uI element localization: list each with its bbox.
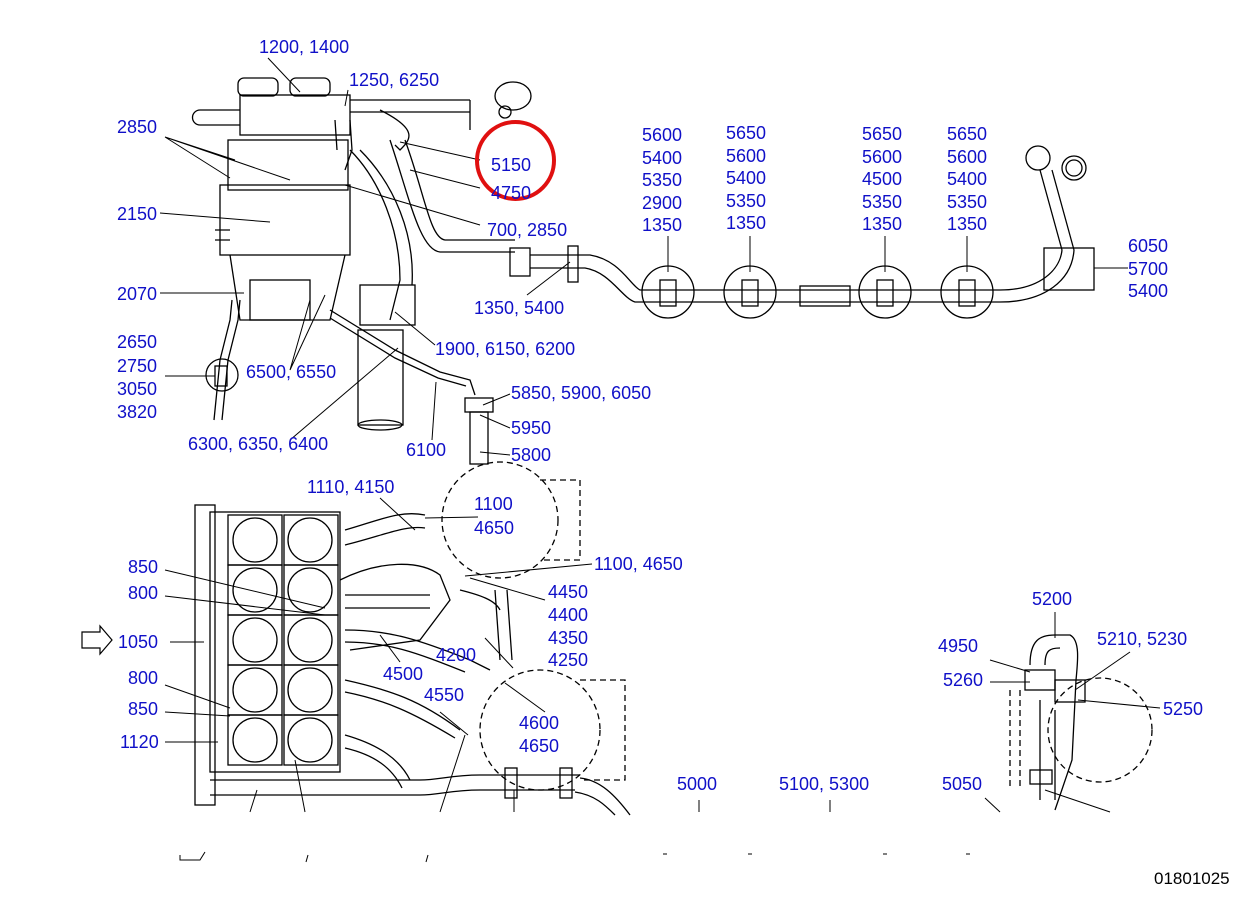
callout-label[interactable]: 5800 [511, 445, 552, 465]
callout-label[interactable]: 800 [128, 583, 159, 603]
callout-label[interactable]: 3050 [117, 379, 158, 399]
callout-label[interactable]: 1250, 6250 [349, 70, 440, 90]
callout-label[interactable]: 850 [128, 699, 159, 719]
callout-label[interactable]: 1100, 4650 [594, 554, 683, 574]
direction-arrow-icon [81, 624, 113, 656]
callout-label[interactable]: 4200 [436, 645, 477, 665]
dashed-exhaust-outline [441, 461, 1153, 791]
callout-label[interactable]: 800 [128, 668, 159, 688]
callout-label[interactable]: 5950 [511, 418, 552, 438]
callout-label[interactable]: 5050 [942, 774, 983, 794]
callout-label[interactable]: 6100 [406, 440, 447, 460]
callout-label[interactable]: 4950 [938, 636, 979, 656]
callout-label[interactable]: 2850 [117, 117, 158, 137]
callout-label[interactable]: 5100, 5300 [779, 774, 870, 794]
upper-engine-assembly [191, 77, 494, 465]
callout-label[interactable]: 1900, 6150, 6200 [435, 339, 576, 359]
callout-label[interactable]: 4550 [424, 685, 465, 705]
callout-label[interactable]: 1100 [474, 494, 513, 514]
right-lower-assembly [1024, 634, 1086, 811]
callout-label[interactable]: 1110, 4150 [307, 477, 395, 497]
callout-label[interactable]: 4350 [548, 628, 589, 648]
callout-label[interactable]: 5250 [1163, 699, 1204, 719]
bottom-marks [179, 851, 970, 863]
lower-engine-block [194, 504, 631, 816]
callout-label[interactable]: 850 [128, 557, 159, 577]
callout-label[interactable]: 4250 [548, 650, 589, 670]
highlight-circle [475, 120, 556, 201]
callout-label[interactable]: 1350, 5400 [474, 298, 565, 318]
callout-label[interactable]: 4500 [383, 664, 424, 684]
callout-label[interactable]: 2070 [117, 284, 158, 304]
callout-label[interactable]: 3820 [117, 402, 158, 422]
callout-label[interactable]: 4750 [491, 183, 532, 203]
callout-label[interactable]: 1200, 1400 [259, 37, 350, 57]
callout-label[interactable]: 4600 [519, 713, 560, 733]
callout-label[interactable]: 4650 [474, 518, 515, 538]
callout-label[interactable]: 5200 [1032, 589, 1073, 609]
callout-label[interactable]: 2750 [117, 356, 158, 376]
callout-label[interactable]: 5260 [943, 670, 984, 690]
callout-label[interactable]: 1120 [120, 732, 159, 752]
callout-label[interactable]: 5210, 5230 [1097, 629, 1188, 649]
leader-lines [159, 57, 1161, 813]
callout-label[interactable]: 4400 [548, 605, 589, 625]
callout-label[interactable]: 4450 [548, 582, 589, 602]
callout-label[interactable]: 2650 [117, 332, 158, 352]
callout-label[interactable]: 700, 2850 [487, 220, 568, 240]
document-number: 01801025 [1154, 869, 1230, 888]
callout-label[interactable]: 6300, 6350, 6400 [188, 434, 329, 454]
callout-label[interactable]: 5150 [491, 155, 532, 175]
callout-label[interactable]: 1050 [118, 632, 159, 652]
callout-label[interactable]: 5850, 5900, 6050 [511, 383, 652, 403]
callout-label[interactable]: 6500, 6550 [246, 362, 337, 382]
callout-label[interactable]: 4650 [519, 736, 560, 756]
callout-label[interactable]: 5000 [677, 774, 718, 794]
callout-label[interactable]: 2150 [117, 204, 158, 224]
